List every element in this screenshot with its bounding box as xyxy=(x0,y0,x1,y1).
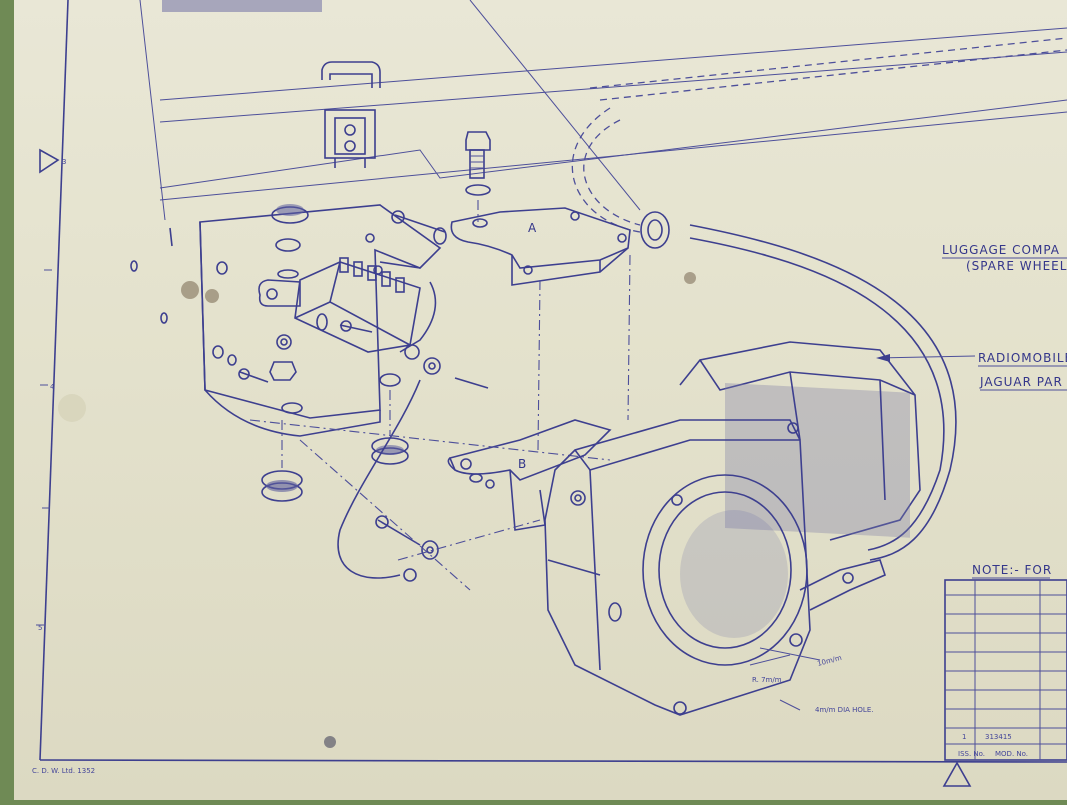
title-line-1: LUGGAGE COMPA xyxy=(942,243,1060,257)
dimension-hole: 4m/m DIA HOLE. xyxy=(815,706,873,714)
dimension-10mm: 10m/m xyxy=(816,654,842,668)
vehicle-body-lines xyxy=(139,0,1067,233)
callout-radiomobile: RADIOMOBILE xyxy=(978,351,1067,365)
fixing-screws xyxy=(130,210,489,560)
radiomobile-unit xyxy=(679,341,976,541)
callout-jaguar-part: JAGUAR PAR xyxy=(979,375,1063,389)
drawing-id: C. D. W. Ltd. 1352 xyxy=(32,767,95,775)
bolt-and-washer xyxy=(465,131,491,222)
sheet-border-left xyxy=(39,0,69,761)
dimension-radius: R. 7m/m xyxy=(752,676,782,684)
grid-row-4: 4 xyxy=(50,383,55,391)
title-bar-strip xyxy=(162,0,322,12)
battery-clamp xyxy=(321,61,381,168)
revision-mod-header: MOD. No. xyxy=(995,750,1028,758)
grid-row-5: 5 xyxy=(38,624,42,632)
earth-wires xyxy=(337,224,957,582)
mounting-bracket-main xyxy=(199,204,442,437)
grid-row-3: 3 xyxy=(62,158,66,166)
unit-front-housing xyxy=(544,419,886,716)
voltage-regulator xyxy=(258,257,421,353)
grid-marker-triangle-bottom xyxy=(942,761,972,787)
revision-iss-value: 1 xyxy=(962,733,966,741)
dimension-annotations: 10m/m R. 7m/m 4m/m DIA HOLE. xyxy=(749,647,873,714)
bracket-b: B xyxy=(447,419,612,531)
bracket-a: A xyxy=(450,207,631,286)
assembly-centre-lines xyxy=(249,254,631,591)
bracket-a-label: A xyxy=(528,221,537,235)
sheet-border-bottom xyxy=(39,759,1067,763)
note-label: NOTE:- FOR xyxy=(972,563,1052,577)
title-line-2: (SPARE WHEEL S xyxy=(966,259,1067,273)
bracket-b-label: B xyxy=(518,457,527,471)
revision-iss-header: ISS. No. xyxy=(958,750,985,758)
paper-stains xyxy=(58,272,696,748)
rubber-grommets xyxy=(261,211,670,502)
revision-mod-value: 313415 xyxy=(985,733,1012,741)
revision-table: 1 313415 ISS. No. MOD. No. xyxy=(944,579,1067,761)
grid-marker-triangle xyxy=(39,148,60,174)
